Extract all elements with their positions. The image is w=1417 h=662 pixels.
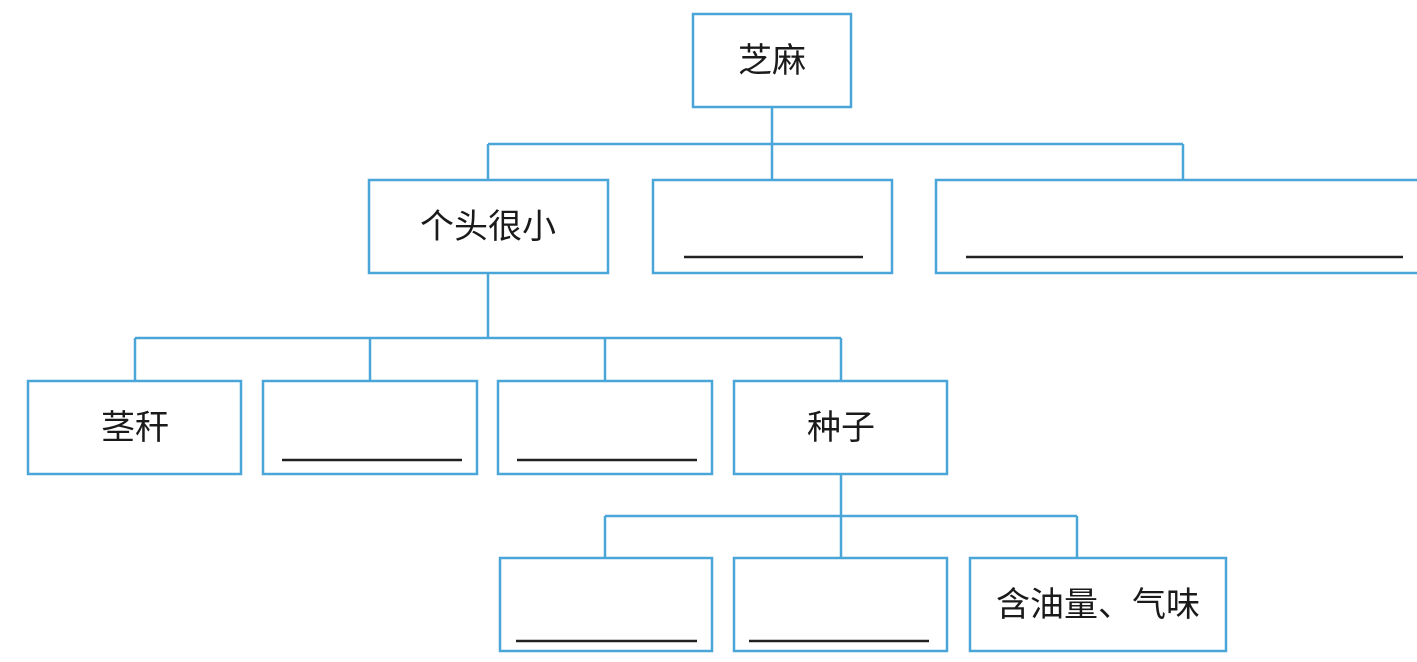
node-blank-3[interactable] xyxy=(261,379,479,476)
node-blank-5[interactable] xyxy=(498,556,714,653)
node-blank-2[interactable] xyxy=(934,178,1417,275)
node-seed-label: 种子 xyxy=(807,408,875,448)
node-root-label: 芝麻 xyxy=(738,41,806,81)
node-blank-6[interactable] xyxy=(732,556,949,653)
node-blank-1[interactable] xyxy=(651,178,894,275)
connectors-seed xyxy=(603,474,1079,558)
node-size: 个头很小 xyxy=(367,178,610,275)
node-oil-smell-label: 含油量、气味 xyxy=(996,585,1200,625)
connectors-size xyxy=(133,273,843,381)
node-size-label: 个头很小 xyxy=(420,207,556,247)
node-oil-smell: 含油量、气味 xyxy=(968,556,1228,653)
connectors-root xyxy=(486,107,1185,180)
node-stem-label: 茎秆 xyxy=(101,408,169,448)
node-root: 芝麻 xyxy=(691,12,853,109)
node-seed: 种子 xyxy=(732,379,949,476)
node-stem: 茎秆 xyxy=(26,379,243,476)
node-blank-4[interactable] xyxy=(496,379,714,476)
